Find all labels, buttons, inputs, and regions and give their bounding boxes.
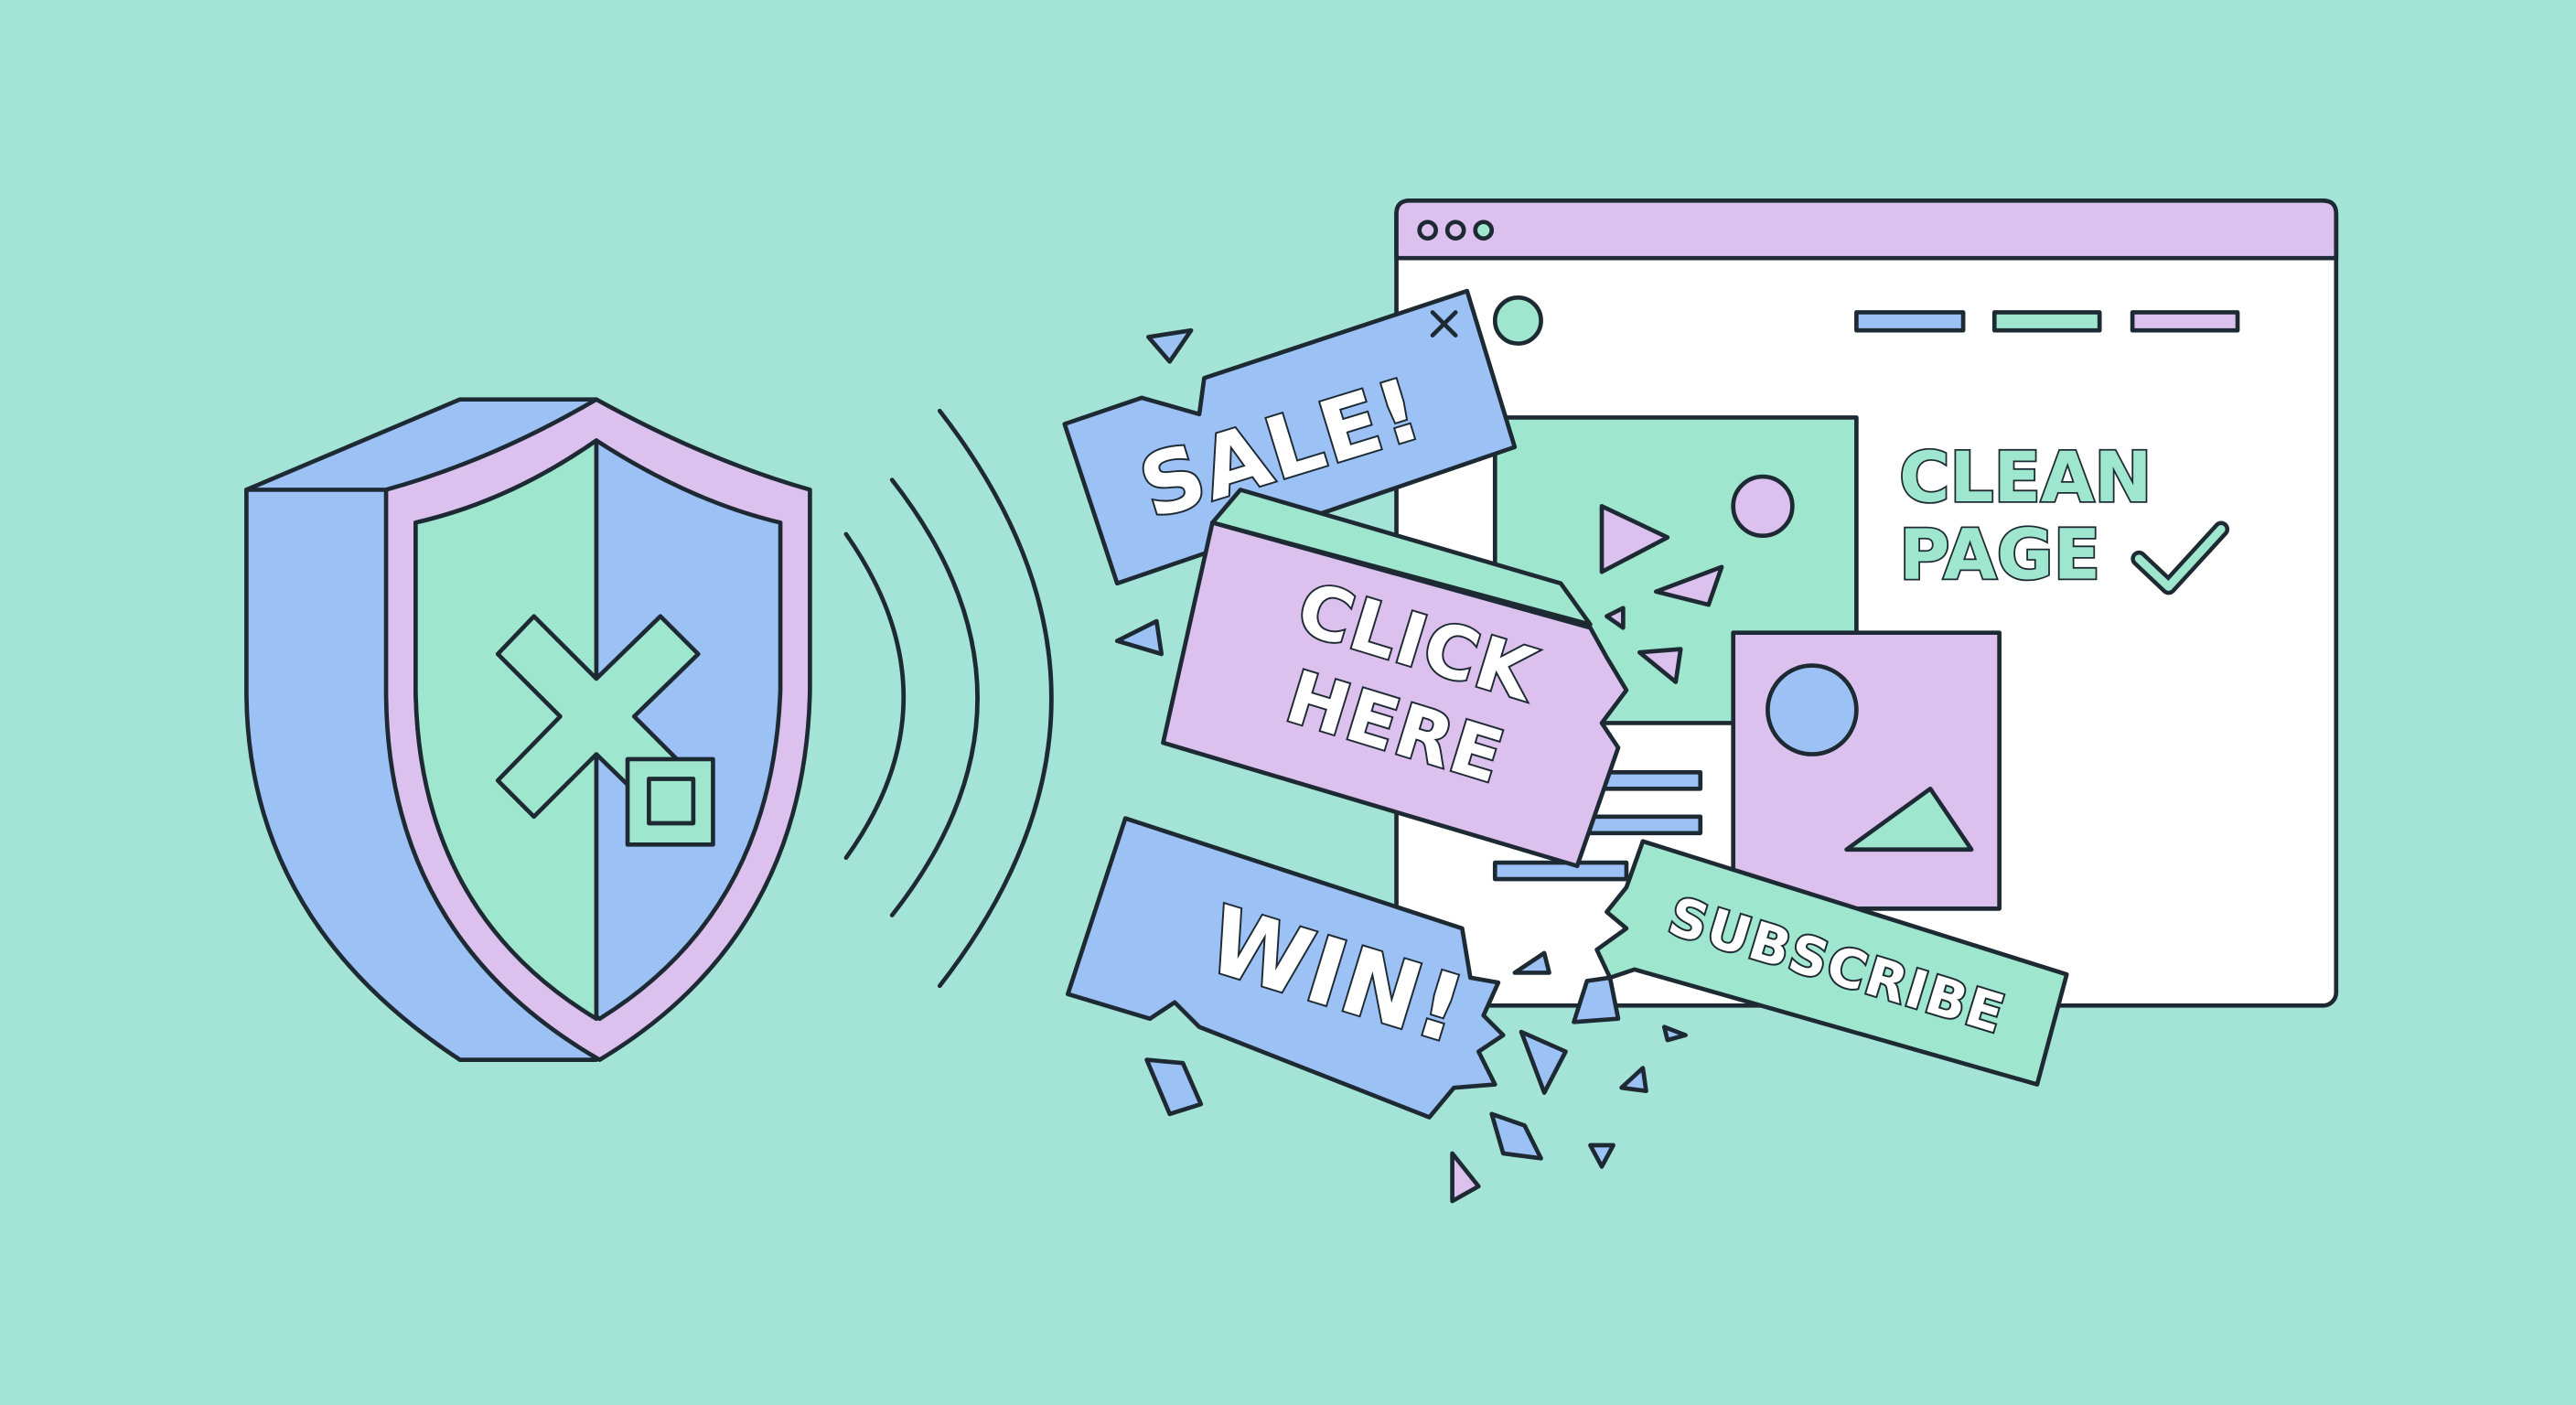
fragment-icon (1637, 647, 1683, 684)
nav-item[interactable] (1854, 310, 1966, 333)
sale-ad-shape (1062, 288, 1518, 586)
debris-fragments (1114, 327, 1724, 1204)
logo-circle-icon (1492, 295, 1543, 346)
window-dot-icon[interactable] (1473, 220, 1495, 241)
click-here-ad-popup[interactable]: CLICK HERE (1161, 488, 1629, 869)
circle-shape-icon (1766, 663, 1859, 756)
shield-face-left (413, 438, 599, 1022)
wave-2 (889, 477, 980, 917)
small-square-inner (647, 777, 696, 826)
fragment-icon (1619, 1066, 1648, 1094)
clean-headline-1: CLEAN (1899, 437, 2152, 518)
triangle-shape-icon (1844, 786, 1974, 853)
fragment-icon (1605, 606, 1626, 630)
clean-headline-2: PAGE (1899, 514, 2100, 595)
fragment-icon (1450, 1151, 1481, 1204)
circle-shape-icon (1731, 474, 1795, 539)
shield-icon (244, 397, 812, 1062)
fragment-icon (1489, 1111, 1543, 1161)
fragment-icon (1572, 975, 1621, 1024)
close-icon[interactable] (1430, 310, 1458, 338)
browser-titlebar (1394, 198, 2339, 261)
fragment-icon (1653, 564, 1724, 607)
click-ad-shape (1161, 520, 1629, 869)
fragment-icon (1519, 1029, 1568, 1095)
fragment-icon (1661, 1024, 1688, 1043)
wave-1 (843, 531, 906, 861)
text-line (1492, 860, 1629, 882)
click-ad-titlebar (1210, 488, 1593, 627)
fragment-icon (1588, 1142, 1615, 1169)
signal-waves-icon (843, 408, 1054, 989)
triangle-shape-icon (1599, 504, 1670, 574)
fragment-icon (1512, 950, 1551, 975)
fragment-icon (1146, 327, 1194, 364)
browser-window: CLEAN PAGE (1394, 198, 2339, 1008)
fragment-icon (1144, 1057, 1204, 1117)
wave-3 (937, 408, 1054, 989)
checkmark-icon (2134, 525, 2226, 591)
fragment-icon (1114, 618, 1165, 657)
subscribe-ad-shape (1594, 839, 2069, 1087)
win-ad-popup[interactable]: WIN! (1066, 816, 1506, 1120)
nav-item[interactable] (1991, 310, 2102, 333)
window-dot-icon[interactable] (1417, 220, 1438, 241)
text-line (1583, 814, 1703, 836)
window-dot-icon[interactable] (1444, 220, 1466, 241)
nav-item[interactable] (2130, 310, 2240, 333)
image-card (1731, 630, 2002, 911)
win-ad-shape (1066, 816, 1506, 1120)
